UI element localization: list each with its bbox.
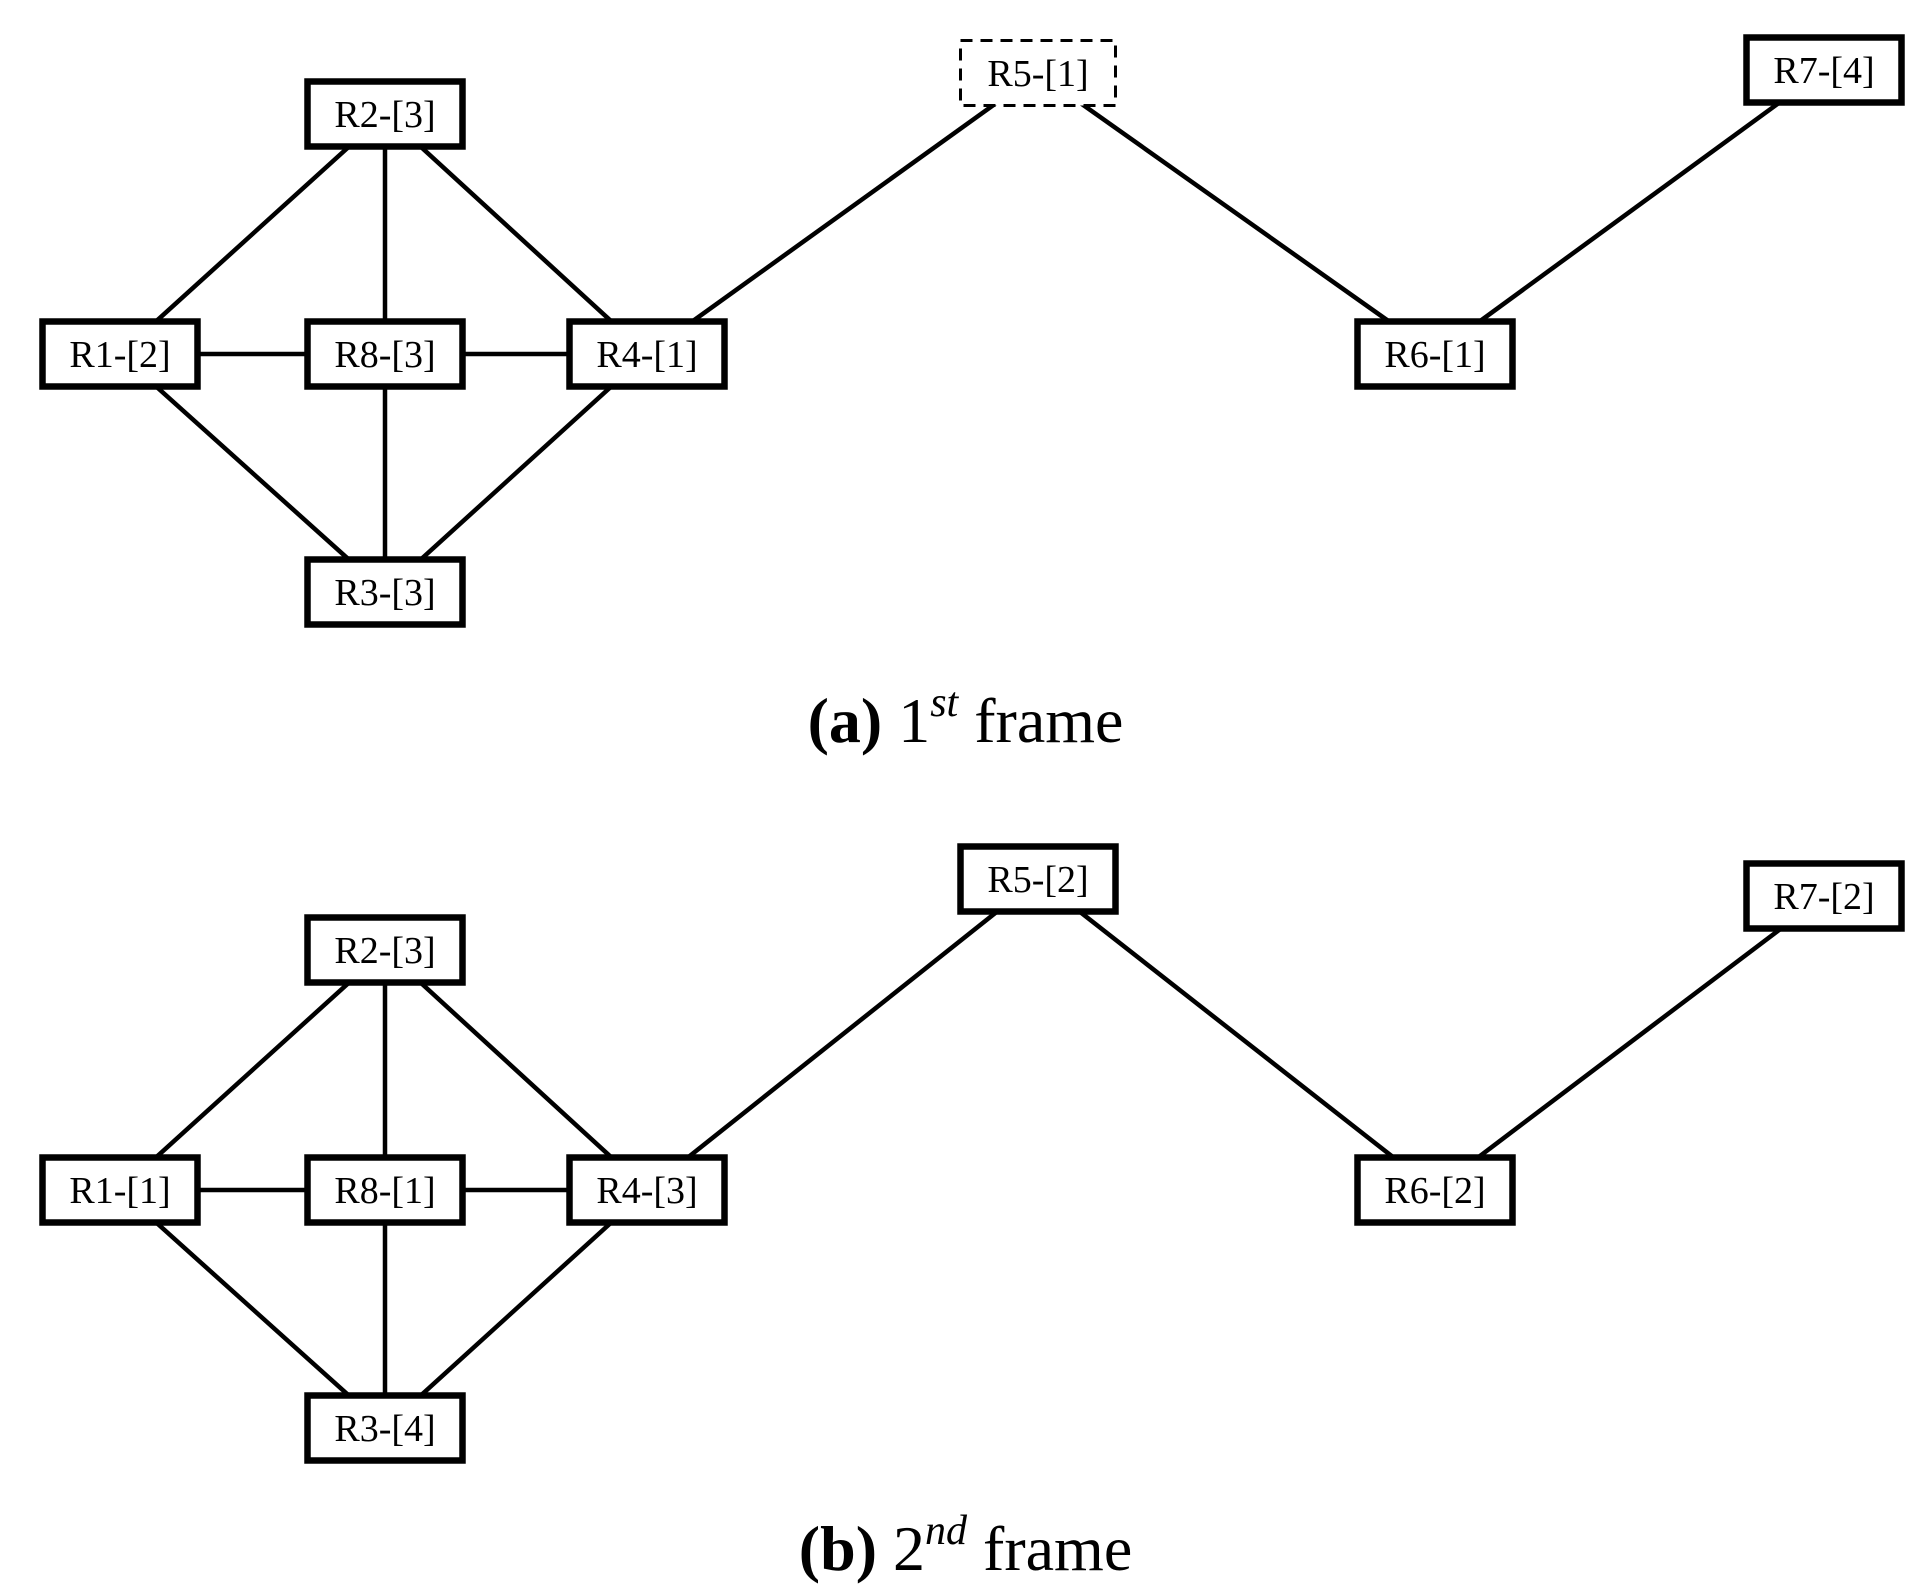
caption-number: 2 — [893, 1513, 925, 1584]
node-r3: R3-[4] — [304, 1392, 466, 1464]
node-label: R6-[2] — [1384, 1170, 1485, 1212]
caption-number: 1 — [898, 685, 931, 756]
edge-r1-r3 — [118, 352, 387, 594]
node-r5: R5-[2] — [957, 843, 1119, 915]
caption-superscript: st — [930, 680, 959, 726]
edge-r5-r6 — [1036, 877, 1437, 1192]
node-r2: R2-[3] — [304, 78, 466, 150]
node-box — [304, 318, 466, 390]
node-box — [1743, 860, 1905, 932]
frame-panel-b: R2-[3] R5-[2] R7-[2] R1-[1] R8-[1] R4-[3] R6-[… — [0, 796, 1931, 1593]
node-r5: R5-[1] — [959, 39, 1117, 107]
node-label: R2-[3] — [334, 930, 435, 972]
node-label: R5-[1] — [987, 53, 1088, 95]
node-r2: R2-[3] — [304, 914, 466, 986]
edges — [118, 68, 1826, 594]
edges — [118, 877, 1826, 1430]
edge-r4-r5 — [645, 877, 1040, 1192]
node-box — [304, 1392, 466, 1464]
edge-r4-r3 — [383, 352, 649, 594]
edge-r1-r2 — [118, 948, 387, 1192]
node-r6: R6-[2] — [1354, 1154, 1516, 1226]
frame-panel-a: R2-[3] R5-[1] R7-[4] R1-[2] R8-[3] R4-[1] R6-[… — [0, 0, 1931, 796]
node-r7: R7-[4] — [1743, 34, 1905, 106]
edge-r6-r7 — [1433, 68, 1826, 356]
node-r4: R4-[3] — [566, 1154, 728, 1226]
node-r8: R8-[1] — [304, 1154, 466, 1226]
caption-word: frame — [974, 685, 1124, 756]
node-box — [304, 556, 466, 628]
node-label: R7-[2] — [1773, 876, 1874, 918]
node-box — [1354, 318, 1516, 390]
node-r8: R8-[3] — [304, 318, 466, 390]
node-box — [304, 914, 466, 986]
edge-r4-r5 — [645, 71, 1040, 356]
node-label: R1-[2] — [69, 334, 170, 376]
caption-a: (a) 1st frame — [0, 682, 1931, 753]
node-box — [1743, 34, 1905, 106]
edge-r1-r2 — [118, 112, 387, 356]
node-r4: R4-[1] — [566, 318, 728, 390]
node-r6: R6-[1] — [1354, 318, 1516, 390]
node-r1: R1-[1] — [39, 1154, 201, 1226]
edge-r6-r7 — [1433, 894, 1826, 1192]
node-box — [304, 1154, 466, 1226]
edge-r1-r3 — [118, 1188, 387, 1430]
node-box — [957, 843, 1119, 915]
network-graph-b: R2-[3] R5-[2] R7-[2] R1-[1] R8-[1] R4-[3] R6-[… — [39, 843, 1905, 1464]
edge-r5-r6 — [1036, 71, 1437, 356]
network-graph-a: R2-[3] R5-[1] R7-[4] R1-[2] R8-[3] R4-[1] R6-[… — [39, 34, 1905, 628]
node-label: R7-[4] — [1773, 50, 1874, 92]
caption-letter: (b) — [798, 1513, 877, 1584]
node-box — [39, 318, 201, 390]
caption-word: frame — [983, 1513, 1133, 1584]
node-r7: R7-[2] — [1743, 860, 1905, 932]
node-r3: R3-[3] — [304, 556, 466, 628]
node-label: R4-[3] — [596, 1170, 697, 1212]
node-label: R1-[1] — [69, 1170, 170, 1212]
node-box — [959, 39, 1117, 107]
node-r1: R1-[2] — [39, 318, 201, 390]
node-label: R8-[3] — [334, 334, 435, 376]
node-label: R5-[2] — [987, 859, 1088, 901]
edge-r2-r4 — [383, 112, 649, 356]
edge-r2-r4 — [383, 948, 649, 1192]
edge-r4-r3 — [383, 1188, 649, 1430]
node-box — [566, 318, 728, 390]
node-box — [304, 78, 466, 150]
node-label: R2-[3] — [334, 94, 435, 136]
node-box — [39, 1154, 201, 1226]
node-box — [566, 1154, 728, 1226]
node-box — [1354, 1154, 1516, 1226]
node-label: R4-[1] — [596, 334, 697, 376]
node-label: R6-[1] — [1384, 334, 1485, 376]
node-label: R8-[1] — [334, 1170, 435, 1212]
caption-b: (b) 2nd frame — [0, 1510, 1931, 1581]
node-label: R3-[4] — [334, 1408, 435, 1450]
node-label: R3-[3] — [334, 572, 435, 614]
caption-superscript: nd — [925, 1508, 967, 1554]
caption-letter: (a) — [807, 685, 883, 756]
